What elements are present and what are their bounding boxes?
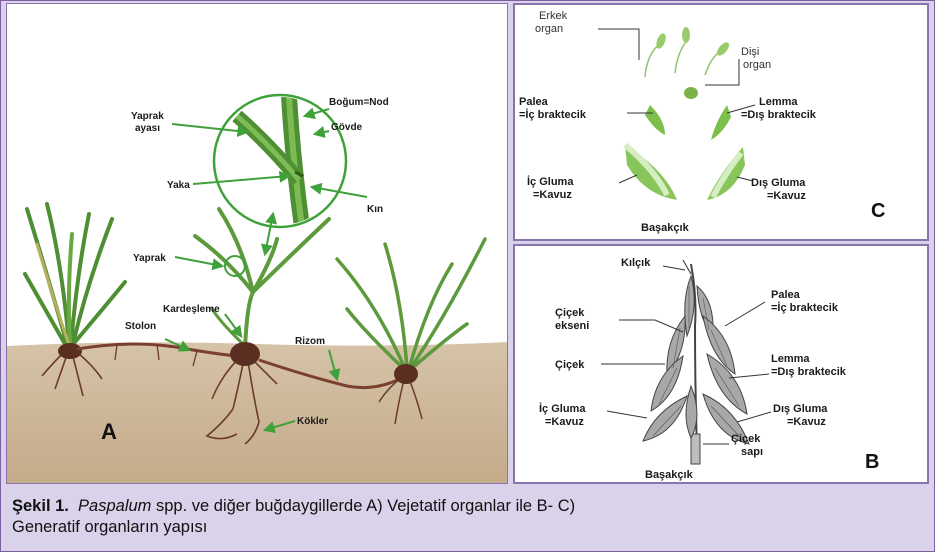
center-crown [230, 342, 260, 366]
panel-a-illustration: Boğum=Nod Gövde Yaprak ayası Yaka Kın Ya… [7, 4, 507, 483]
label-b-lemma-2: =Dış braktecik [771, 366, 847, 378]
caption-line1-rest: spp. ve diğer buğdaygillerde A) Vejetati… [151, 497, 575, 515]
label-b-ic-gluma-2: =Kavuz [545, 416, 584, 428]
panel-b-spikelet: Kılçık Çiçek ekseni Palea =İç braktecik … [513, 244, 929, 484]
label-c-lemma-2: =Dış braktecik [741, 109, 817, 121]
label-c-basakcik: Başakçık [641, 222, 690, 234]
label-b-palea-1: Palea [771, 289, 801, 301]
panel-a-vegetative: Boğum=Nod Gövde Yaprak ayası Yaka Kın Ya… [6, 3, 508, 484]
label-b-basakcik: Başakçık [645, 469, 694, 481]
panel-c-letter: C [871, 200, 885, 222]
label-c-palea-1: Palea [519, 96, 549, 108]
left-crown [58, 343, 82, 359]
label-erkek-organ-2: organ [535, 23, 563, 35]
label-kardesleme: Kardeşleme [163, 304, 220, 315]
label-cicek-ekseni-2: ekseni [555, 320, 589, 332]
anthers [655, 27, 732, 58]
label-c-lemma-1: Lemma [759, 96, 798, 108]
pistil [684, 87, 698, 99]
lemma-shape [711, 105, 731, 140]
magnified-node-detail [214, 95, 346, 234]
left-grass-clump [25, 204, 125, 344]
panel-a-letter: A [101, 419, 117, 444]
palea-shape [645, 105, 665, 135]
label-kin: Kın [367, 204, 383, 215]
label-kilcik: Kılçık [621, 257, 651, 269]
panel-c-leader-lines [598, 29, 755, 183]
label-kokler: Kökler [297, 416, 328, 427]
label-b-dis-gluma-2: =Kavuz [787, 416, 826, 428]
label-yaprak: Yaprak [133, 253, 166, 264]
label-c-dis-gluma-2: =Kavuz [767, 190, 806, 202]
caption-line2: Generatif organların yapısı [12, 518, 207, 536]
stamens [645, 43, 721, 77]
label-c-ic-gluma-1: İç Gluma [527, 175, 574, 188]
label-yaka: Yaka [167, 180, 190, 191]
panel-b-illustration: Kılçık Çiçek ekseni Palea =İç braktecik … [515, 246, 927, 482]
label-bogum-nod: Boğum=Nod [329, 97, 389, 108]
label-b-palea-2: =İç braktecik [771, 301, 839, 314]
label-cicek-ekseni-1: Çiçek [555, 307, 585, 319]
label-b-lemma-1: Lemma [771, 353, 810, 365]
label-rizom: Rizom [295, 336, 325, 347]
center-plant [195, 209, 329, 349]
label-cicek-sapi-1: Çiçek [731, 433, 761, 445]
label-b-dis-gluma-1: Dış Gluma [773, 403, 828, 415]
panel-c-spikelet-parts: Erkek organ Dişi organ Palea =İç braktec… [513, 3, 929, 241]
label-disi-organ-2: organ [743, 59, 771, 71]
label-govde: Gövde [331, 122, 363, 133]
panel-c-illustration: Erkek organ Dişi organ Palea =İç braktec… [515, 5, 927, 239]
right-crown [394, 364, 418, 384]
label-stolon: Stolon [125, 321, 156, 332]
pedicel [691, 434, 700, 464]
label-c-ic-gluma-2: =Kavuz [533, 189, 572, 201]
label-erkek-organ-1: Erkek [539, 10, 568, 22]
label-cicek-sapi-2: sapı [741, 446, 763, 458]
label-b-ic-gluma-1: İç Gluma [539, 402, 586, 415]
label-c-palea-2: =İç braktecik [519, 108, 587, 121]
label-cicek: Çiçek [555, 359, 585, 371]
awn [683, 260, 691, 274]
label-yaprak-ayasi-2: ayası [135, 123, 160, 134]
panel-b-letter: B [865, 451, 879, 473]
caption-prefix: Şekil 1. [12, 497, 69, 515]
figure-caption: Şekil 1. Paspalum spp. ve diğer buğdaygi… [6, 488, 929, 548]
caption-genus: Paspalum [78, 497, 151, 515]
label-yaprak-ayasi-1: Yaprak [131, 111, 164, 122]
label-c-dis-gluma-1: Dış Gluma [751, 177, 806, 189]
label-disi-organ-1: Dişi [741, 46, 759, 58]
